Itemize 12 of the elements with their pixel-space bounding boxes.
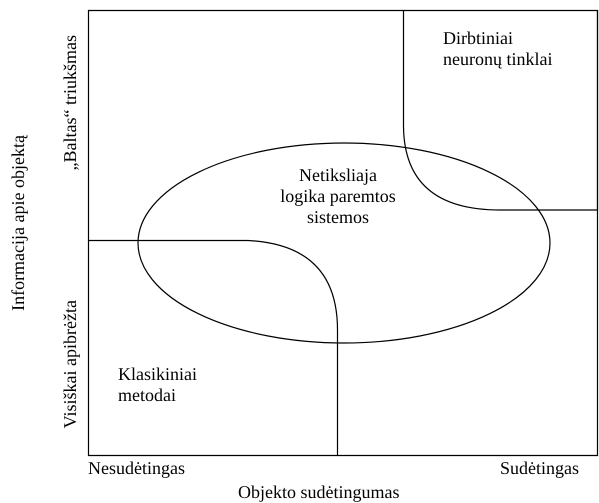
axis-tick-label: „Baltas“ triukšmas: [60, 35, 80, 170]
rounded-region: [403, 10, 598, 210]
region-label: Netiksliaja logika paremtos sistemos: [279, 165, 397, 228]
region-label: Klasikiniai metodai: [118, 364, 198, 406]
axis-tick-label: Visiškai apibrėžta: [60, 300, 80, 428]
region-label: Dirbtiniai neuronų tinklai: [443, 28, 554, 70]
axis-title: Objekto sudėtingumas: [238, 482, 400, 502]
rounded-region: [88, 240, 338, 455]
axis-tick-label: Nesudėtingas: [88, 458, 185, 478]
axis-tick-label: Sudėtingas: [500, 458, 579, 478]
axis-title: Informacija apie objektą: [8, 135, 28, 311]
ellipse-region: [138, 143, 550, 343]
